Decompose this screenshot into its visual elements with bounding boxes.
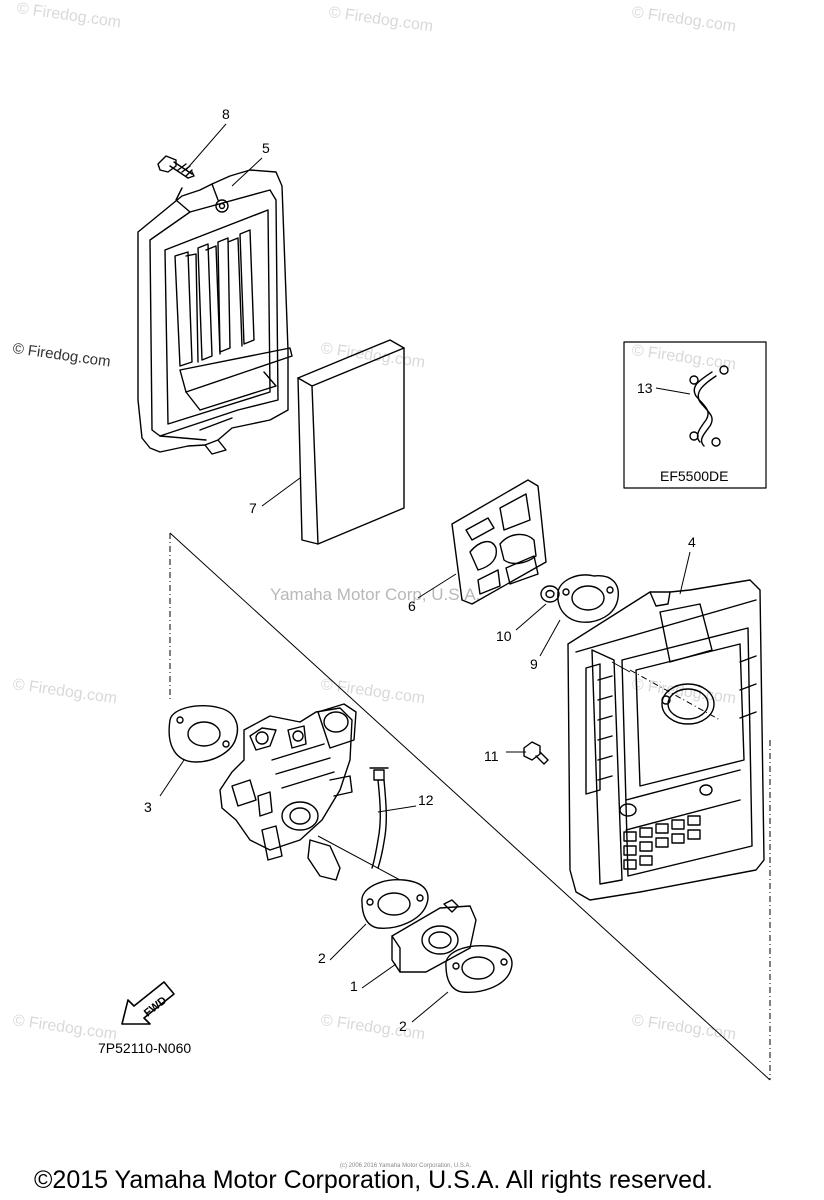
gasket-part-10 bbox=[540, 585, 560, 603]
callout-1: 1 bbox=[350, 978, 358, 994]
bolt-part-8 bbox=[157, 155, 195, 179]
callout-12: 12 bbox=[418, 792, 434, 808]
center-watermark: Yamaha Motor Corp, U.S.A. bbox=[270, 585, 481, 604]
air-cleaner-case bbox=[137, 169, 293, 455]
reference-lines bbox=[169, 532, 771, 1081]
insulator-part-1 bbox=[391, 899, 477, 973]
callout-2-lower: 2 bbox=[399, 1018, 407, 1034]
inset-model-label: EF5500DE bbox=[660, 468, 729, 484]
gasket-part-2b bbox=[445, 945, 513, 993]
tube-part-12 bbox=[369, 767, 389, 869]
leader-lines bbox=[159, 123, 691, 1023]
gasket-part-9 bbox=[557, 574, 619, 623]
callout-6: 6 bbox=[408, 598, 416, 614]
carburetor bbox=[219, 703, 357, 881]
footer-copyright: ©2015 Yamaha Motor Corporation, U.S.A. A… bbox=[34, 1166, 713, 1194]
clip-part-13 bbox=[689, 365, 729, 447]
callout-13: 13 bbox=[637, 380, 653, 396]
callout-10: 10 bbox=[496, 628, 512, 644]
callout-7: 7 bbox=[249, 500, 257, 516]
callout-8: 8 bbox=[222, 106, 230, 122]
callout-4: 4 bbox=[688, 534, 696, 550]
callout-3: 3 bbox=[144, 799, 152, 815]
gasket-part-6 bbox=[451, 479, 547, 605]
filter-element bbox=[297, 339, 405, 545]
fwd-arrow bbox=[121, 981, 175, 1025]
gasket-part-2a bbox=[361, 879, 429, 929]
inset-frame bbox=[623, 341, 767, 489]
callout-2-upper: 2 bbox=[318, 950, 326, 966]
gasket-part-3 bbox=[168, 704, 239, 763]
tiny-copyright: (c) 2006 2016 Yamaha Motor Corporation, … bbox=[340, 1163, 472, 1169]
housing-part-4 bbox=[567, 579, 765, 901]
callout-11: 11 bbox=[484, 748, 499, 764]
diagram-part-code: 7P52110-N060 bbox=[98, 1040, 192, 1056]
bolt-part-11 bbox=[523, 741, 549, 765]
callout-5: 5 bbox=[262, 140, 270, 156]
callout-9: 9 bbox=[530, 656, 538, 672]
